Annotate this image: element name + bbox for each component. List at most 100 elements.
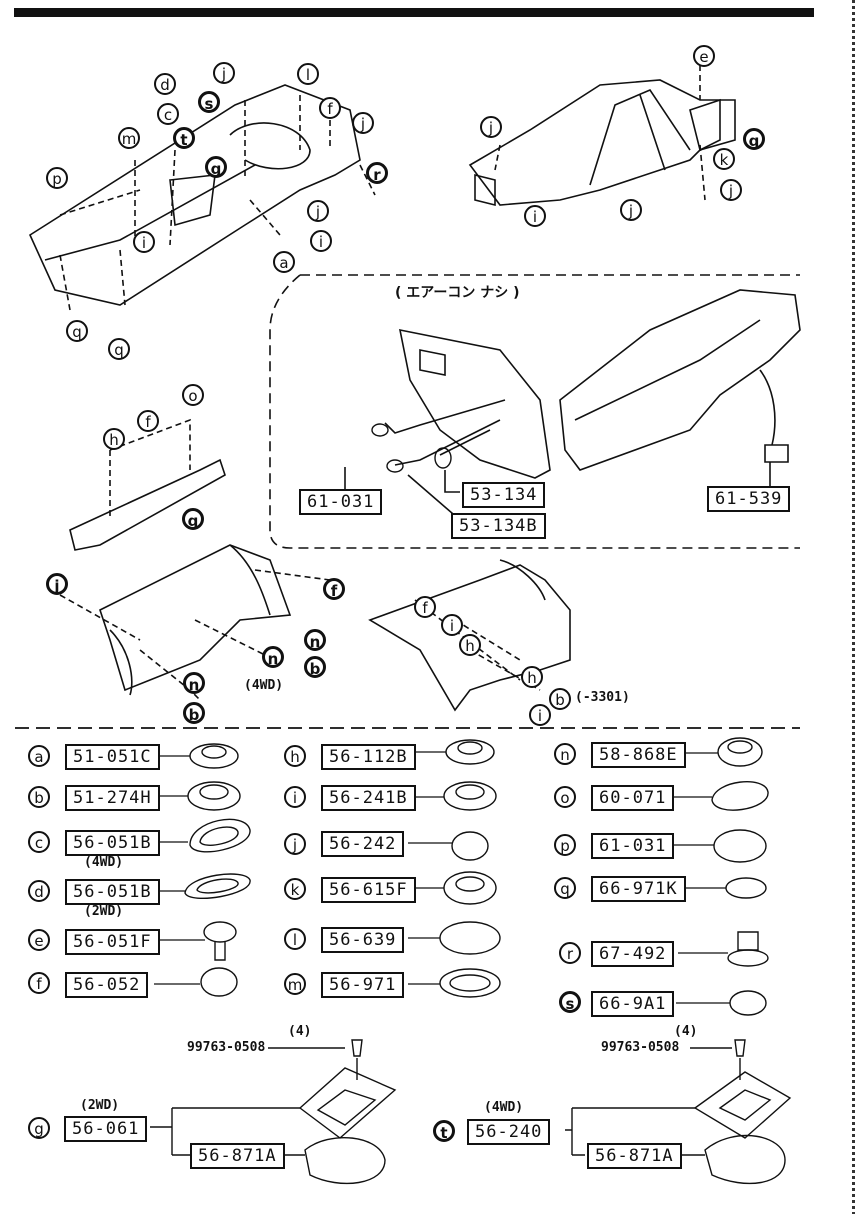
callout-q: q [66,320,88,342]
callout-t: t [173,127,195,149]
bolt-number-t: 99763-0508 [601,1040,680,1055]
key-l: l [284,928,306,950]
callout-h: h [521,666,543,688]
part-number-f: 56-052 [65,972,149,998]
part-label-61-031: 61-031 [299,489,383,515]
part-number-t: 56-240 [467,1119,551,1145]
callout-b: b [183,702,205,724]
key-a: a [28,745,50,767]
aircon-region [269,274,801,549]
callout-i: i [441,614,463,636]
callout-i: i [133,231,155,253]
part-number-m: 56-971 [321,972,405,998]
callout-h: h [459,634,481,656]
callout-f: f [319,97,341,119]
callout-q: q [743,128,765,150]
callout-b: b [304,656,326,678]
variant-note-g: (2WD) [80,1098,120,1113]
callout-m: m [118,127,140,149]
callout-r: r [366,162,388,184]
key-e: e [28,929,50,951]
gasket-number-t: 56-871A [587,1143,682,1169]
floor-pan-drawing [28,84,376,311]
key-s: s [559,991,581,1013]
bolt-qty-t: (4) [674,1024,698,1039]
part-label-61-539: 61-539 [707,486,791,512]
callout-i: i [529,704,551,726]
part-number-p: 61-031 [591,833,675,859]
callout-p: p [46,167,68,189]
callout-g: g [205,156,227,178]
part-number-c: 56-051B [65,830,160,856]
part-number-b: 51-274H [65,785,160,811]
callout-i: i [310,230,332,252]
cross-member-drawing [69,418,226,551]
part-number-l: 56-639 [321,927,405,953]
part-number-d: 56-051B [65,879,160,905]
callout-f: f [137,410,159,432]
bolt-number-g: 99763-0508 [187,1040,266,1055]
callout-d: d [154,73,176,95]
part-label-53-134: 53-134 [462,482,546,508]
key-h: h [284,745,306,767]
bolt-qty-g: (4) [288,1024,312,1039]
callout-l: l [297,63,319,85]
part-number-j: 56-242 [321,831,405,857]
part-number-o: 60-071 [591,785,675,811]
callout-f: f [414,596,436,618]
part-number-g: 56-061 [64,1116,148,1142]
callout-j: j [480,116,502,138]
part-number-r: 67-492 [591,941,675,967]
callout-q: q [182,508,204,530]
key-n: n [554,743,576,765]
key-r: r [559,942,581,964]
callout-q: q [108,338,130,360]
key-g: g [28,1117,50,1139]
part-label-53-134b: 53-134B [451,513,546,539]
key-m: m [284,973,306,995]
key-d: d [28,880,50,902]
n-variant-note: (4WD) [244,678,284,693]
part-note-c: (4WD) [84,855,124,870]
part-number-n: 58-868E [591,742,686,768]
wheelhouse-drawing [368,559,571,712]
callout-e: e [693,45,715,67]
callout-j: j [307,200,329,222]
key-b: b [28,786,50,808]
page-edge [852,0,855,1214]
part-number-i: 56-241B [321,785,416,811]
callout-n: n [183,672,205,694]
callout-j: j [352,112,374,134]
key-k: k [284,878,306,900]
callout-j: j [620,199,642,221]
callout-o: o [182,384,204,406]
key-i: i [284,786,306,808]
gasket-number-g: 56-871A [190,1143,285,1169]
key-f: f [28,972,50,994]
callout-j: j [46,573,68,595]
part-number-h: 56-112B [321,744,416,770]
part-note-d: (2WD) [84,904,124,919]
assembly-g-drawing [150,1039,397,1185]
part-leaders [154,751,730,1004]
body-side-drawing [468,55,736,207]
part-number-s: 66-9A1 [591,991,675,1017]
callout-c: c [157,103,179,125]
part-number-e: 56-051F [65,929,160,955]
callout-j: j [213,62,235,84]
variant-note-t: (4WD) [484,1100,524,1115]
key-c: c [28,831,50,853]
callout-b: b [549,688,571,710]
part-number-a: 51-051C [65,744,160,770]
callout-f: f [323,578,345,600]
callout-n: n [262,646,284,668]
assembly-t-drawing [565,1039,792,1185]
callout-j: j [720,179,742,201]
aircon-grommets [371,423,452,473]
callout-a: a [273,251,295,273]
aircon-note: ( エアーコン ナシ ) [395,285,520,301]
callout-k: k [713,148,735,170]
key-o: o [554,786,576,808]
part-number-k: 56-615F [321,877,416,903]
callout-s: s [198,91,220,113]
